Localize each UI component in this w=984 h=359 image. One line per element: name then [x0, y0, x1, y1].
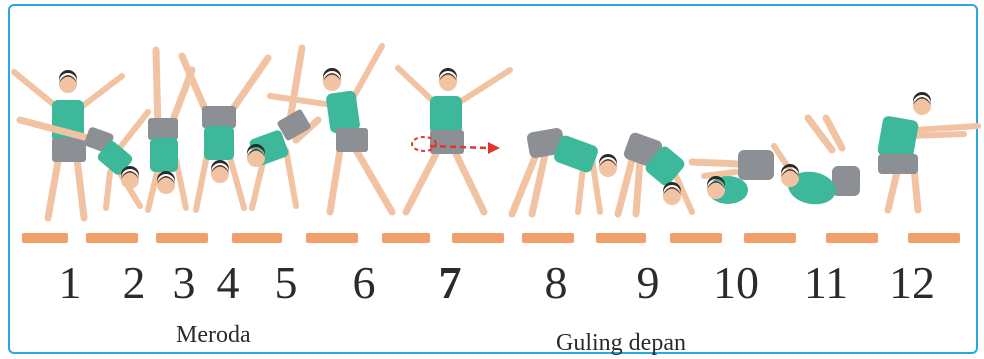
figure-step-2 [16, 109, 151, 211]
caption-meroda: Meroda [176, 322, 251, 348]
step-number-5: 5 [274, 257, 298, 308]
step-number-10: 10 [713, 257, 759, 308]
figure-step-12 [877, 92, 981, 214]
figure-step-9 [614, 132, 695, 218]
figure-step-11 [771, 114, 860, 205]
step-number-9: 9 [636, 257, 660, 308]
floor-markers [22, 233, 960, 243]
caption-guling-depan: Guling depan [556, 330, 686, 356]
step-number-3: 3 [172, 257, 196, 308]
figure-step-7 [395, 65, 513, 216]
figure-step-1 [11, 69, 125, 222]
figure-step-6 [267, 43, 396, 216]
figure-step-4 [178, 52, 272, 213]
figure-step-10 [688, 150, 774, 204]
step-number-6: 6 [352, 257, 376, 308]
transition-arrow-icon [411, 136, 500, 154]
figure-step-8 [508, 128, 617, 218]
figure-step-5 [247, 44, 322, 211]
step-number-8: 8 [544, 257, 568, 308]
step-number-12: 12 [889, 257, 935, 308]
illustration-frame [8, 4, 978, 354]
step-number-7: 7 [438, 257, 462, 308]
step-number-11: 11 [803, 257, 849, 308]
step-number-4: 4 [216, 257, 240, 308]
figure-step-3 [145, 46, 196, 213]
step-number-1: 1 [58, 257, 82, 308]
step-number-2: 2 [122, 257, 146, 308]
